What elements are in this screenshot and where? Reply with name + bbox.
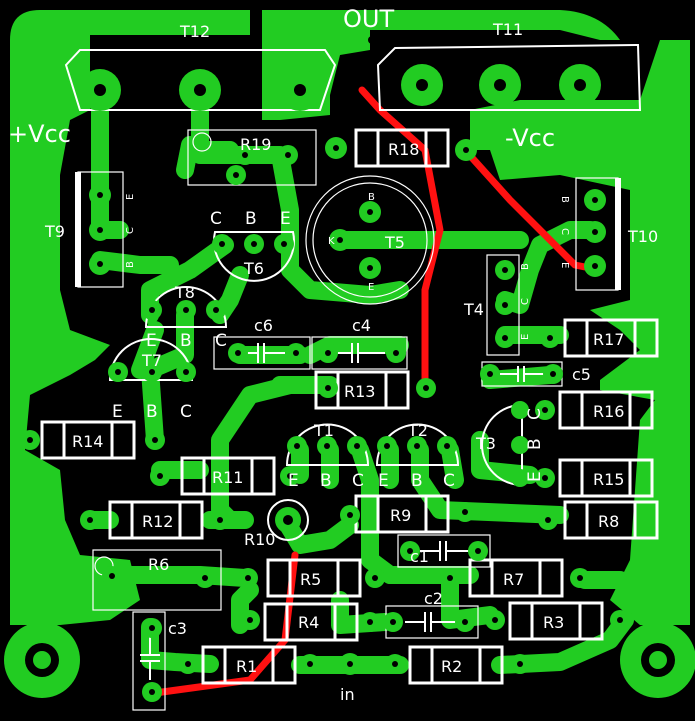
pin-t9-e: E [125,194,136,200]
pin-t2-e: E [378,471,389,491]
label-c3: c3 [168,619,187,638]
label-r7: R7 [503,570,524,589]
pin-t4-c: C [520,298,531,305]
label-out: OUT [343,5,394,33]
pads [20,36,630,702]
label-c5: c5 [572,365,591,384]
label-r14: R14 [72,432,103,451]
pin-t5-k: K [328,236,335,247]
label-t12: T12 [179,22,210,41]
label-r6: R6 [148,555,169,574]
label-t6: T6 [243,259,264,278]
label-t8: T8 [174,283,195,302]
label-r3: R3 [543,613,564,632]
copper-plane [10,10,690,625]
label-vcc-pos: +Vcc [8,120,71,148]
pin-t2-b: B [411,471,423,491]
label-c1: c1 [410,547,429,566]
label-t7: T7 [141,351,162,370]
pin-t1-b: B [320,471,332,491]
pin-t9-c: C [125,227,136,234]
label-r13: R13 [344,382,375,401]
pin-t5-b: B [368,192,375,203]
label-r4: R4 [298,613,319,632]
pin-t7-b: B [146,402,158,422]
label-t10: T10 [627,227,658,246]
label-c2: c2 [424,589,443,608]
label-t2: T2 [407,421,428,440]
pin-t7-c: C [180,402,192,422]
label-r12: R12 [142,512,173,531]
label-t1: T1 [313,421,334,440]
pin-t10-e: E [559,262,570,268]
label-r1: R1 [236,657,257,676]
label-t3: T3 [475,434,496,453]
label-r11: R11 [212,468,243,487]
pin-t7-e: E [112,402,123,422]
label-t4: T4 [463,300,484,319]
label-r9: R9 [390,506,411,525]
pin-t10-c: C [559,228,570,235]
label-c6: c6 [254,316,273,335]
label-r19: R19 [240,135,271,154]
pin-t10-b: B [559,196,570,203]
label-t5: T5 [384,233,405,252]
label-r8: R8 [598,512,619,531]
label-t9: T9 [44,222,65,241]
mounting-hole-right [620,622,695,698]
label-r17: R17 [593,330,624,349]
pin-t6-e: E [280,209,291,229]
pin-t8-e: E [146,331,157,351]
label-r5: R5 [300,570,321,589]
label-r16: R16 [593,402,624,421]
pin-t2-c: C [443,471,455,491]
resistor-bodies [40,128,659,685]
label-r10: R10 [244,530,275,549]
label-r15: R15 [593,470,624,489]
pin-t1-c: C [352,471,364,491]
pin-t3-c: C [525,408,545,420]
pin-t8-c: C [215,331,227,351]
pin-t8-b: B [180,331,192,351]
pin-t4-e: E [520,334,531,340]
pin-t3-e: E [525,471,545,482]
label-t11: T11 [492,20,523,39]
capacitor-symbols [140,343,545,680]
mounting-hole-left [4,622,80,698]
pin-t1-e: E [288,471,299,491]
label-in: in [340,685,355,704]
pin-t6-c: C [210,209,222,229]
pin-t5-e: E [368,282,374,293]
silkscreen-labels: OUT in +Vcc -Vcc T12 T11 T9 T10 T8 T7 T6… [8,5,658,704]
label-c4: c4 [352,316,371,335]
pin-t9-b: B [125,261,136,268]
label-vcc-neg: -Vcc [505,124,555,152]
pin-t4-b: B [520,263,531,270]
label-r18: R18 [388,140,419,159]
pin-t6-b: B [245,209,257,229]
label-r2: R2 [441,657,462,676]
pin-t3-b: B [525,438,545,450]
